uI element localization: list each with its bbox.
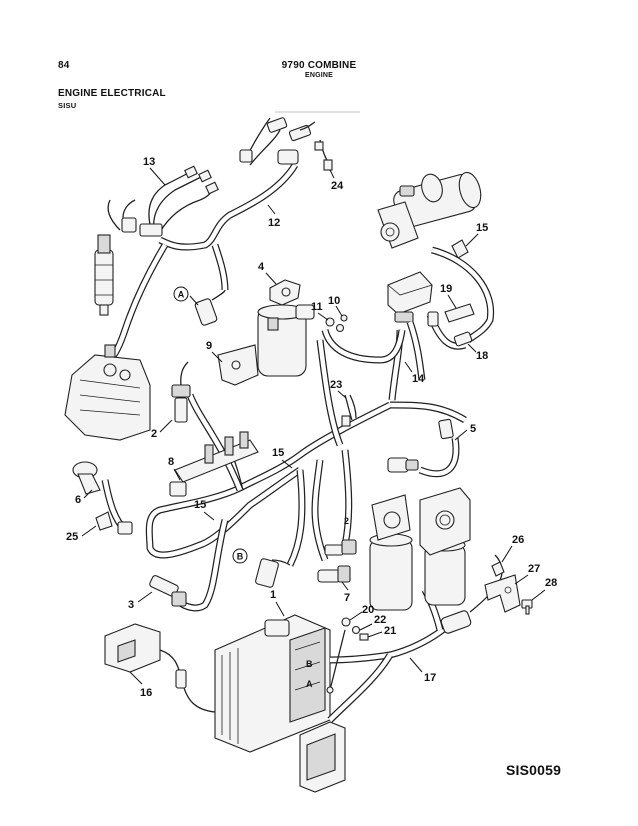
callout-28: 28 (545, 577, 557, 589)
callout-3: 3 (128, 599, 134, 611)
harness-17 (327, 554, 503, 723)
fuse-19 (444, 303, 475, 323)
callout-21: 21 (384, 625, 396, 637)
callout-25: 25 (66, 531, 78, 543)
connector-b (255, 558, 291, 588)
callout-20: 20 (362, 604, 374, 616)
callout-11: 11 (311, 301, 323, 313)
sensor-2 (171, 361, 191, 423)
sensor-5-end (387, 418, 454, 473)
sensor-housing (257, 304, 315, 377)
callout-26: 26 (512, 534, 524, 546)
harness-18 (431, 246, 495, 347)
fuel-filter-right (419, 487, 471, 606)
callouts: 13 12 24 15 4 10 11 19 18 9 14 23 5 2 15… (66, 156, 557, 699)
svg-text:A: A (178, 290, 185, 300)
callout-24: 24 (331, 180, 344, 192)
reference-label-b: B (232, 548, 248, 564)
callout-17: 17 (424, 672, 436, 684)
label-2-small: 2 (344, 516, 349, 526)
ecu-1 (214, 614, 331, 753)
bracket-9 (217, 344, 259, 386)
clip-25 (95, 511, 113, 531)
parts-20-22 (326, 617, 369, 694)
connector-near-25 (117, 521, 133, 535)
callout-5: 5 (470, 423, 476, 435)
callout-4: 4 (258, 261, 265, 273)
callout-27: 27 (528, 563, 540, 575)
svg-text:B: B (237, 552, 244, 562)
injector-pump (94, 234, 114, 316)
fuel-filter-left (369, 494, 413, 611)
callout-22: 22 (374, 614, 386, 626)
sensor-3 (149, 575, 187, 607)
rail-8 (169, 431, 259, 497)
part-26 (491, 561, 505, 577)
callout-6: 6 (75, 494, 81, 506)
reference-label-a: A (173, 286, 189, 302)
ecu-socket-label-a: A (306, 679, 313, 689)
callout-15-upper: 15 (272, 447, 284, 459)
module-bottom (299, 721, 346, 793)
relay (387, 271, 433, 323)
part-24-jumper (239, 117, 333, 171)
module-16 (104, 623, 216, 713)
connector-a (189, 289, 226, 326)
callout-9: 9 (206, 340, 212, 352)
callout-12: 12 (268, 217, 280, 229)
callout-10: 10 (328, 295, 340, 307)
document-subtitle: ENGINE (304, 72, 334, 79)
starter-motor (377, 171, 482, 249)
document-title: 9790 COMBINE (281, 60, 357, 71)
parts-10-11 (325, 311, 439, 333)
callout-7: 7 (344, 592, 350, 604)
callout-18: 18 (476, 350, 488, 362)
callout-23: 23 (330, 379, 342, 391)
figure-code: SIS0059 (506, 762, 562, 778)
callout-1: 1 (270, 589, 276, 601)
ecu-socket-label-b: B (306, 659, 313, 669)
callout-16: 16 (140, 687, 152, 699)
callout-8: 8 (168, 456, 174, 468)
callout-14: 14 (412, 373, 425, 385)
callout-19: 19 (440, 283, 452, 295)
harness-13 (107, 165, 219, 237)
section-title: ENGINE ELECTRICAL (58, 88, 166, 99)
callout-13: 13 (143, 156, 155, 168)
engine-block (64, 344, 151, 441)
callout-29: 15 (476, 222, 488, 234)
section-subtitle: SISU (58, 101, 77, 110)
sensor-6 (72, 461, 101, 495)
callout-15-lower: 15 (194, 499, 206, 511)
callout-2: 2 (151, 428, 157, 440)
sensor-7 (317, 565, 351, 583)
sensor-4 (269, 279, 301, 306)
part-29 (451, 239, 469, 259)
sender-near-2 (324, 539, 357, 556)
bracket-27 (484, 574, 521, 613)
bolt-28 (521, 599, 533, 615)
page-number: 84 (58, 60, 70, 71)
